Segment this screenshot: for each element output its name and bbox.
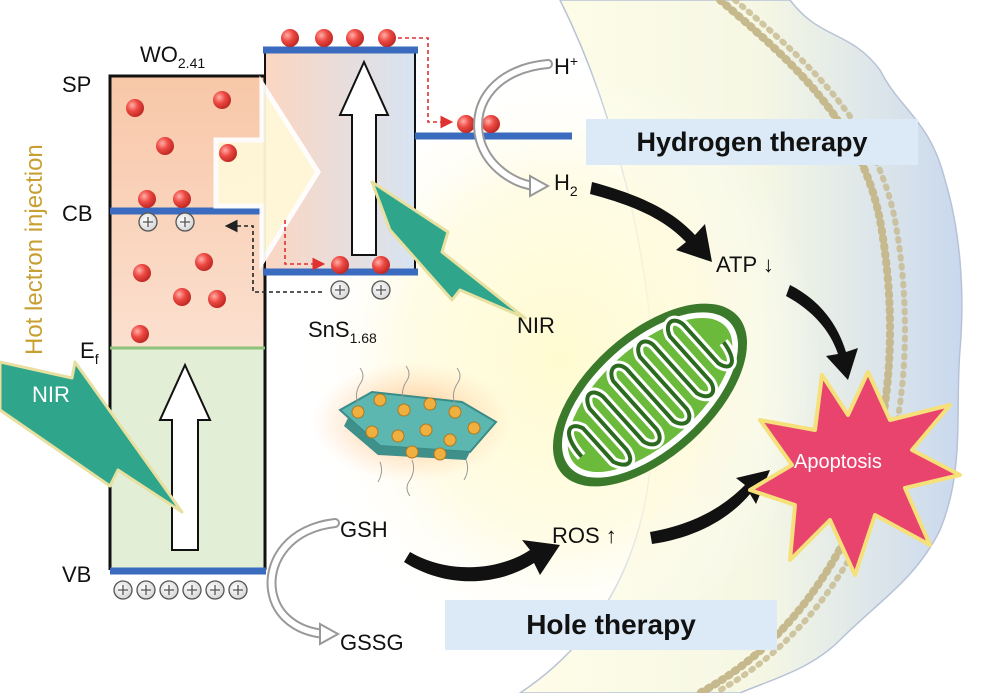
label-ros: ROS ↑ xyxy=(552,523,617,548)
electron xyxy=(315,29,333,47)
electron xyxy=(138,190,156,208)
electron xyxy=(219,144,237,162)
nir-label-right: NIR xyxy=(517,313,555,338)
gsh-curve-arrow xyxy=(266,518,340,639)
label-apoptosis: Apoptosis xyxy=(794,451,882,473)
electron xyxy=(208,290,226,308)
electron xyxy=(372,256,390,274)
label-sp: SP xyxy=(62,72,91,97)
arrow-gsh-ros xyxy=(404,540,560,582)
arrow-atp-apoptosis xyxy=(786,285,858,380)
electron xyxy=(126,99,144,117)
hydrogen-therapy-box: Hydrogen therapy xyxy=(586,119,918,165)
hole xyxy=(138,212,158,232)
electron xyxy=(156,137,174,155)
mitochondrion xyxy=(552,303,748,487)
nir-label-left: NIR xyxy=(32,382,70,407)
side-label-hot-electron: Hot lectron injection xyxy=(21,144,48,355)
hole xyxy=(228,580,248,600)
hole-therapy-label: Hole therapy xyxy=(526,609,696,640)
label-h2: H2 xyxy=(554,170,578,199)
label-cb: CB xyxy=(62,201,93,226)
label-gsh: GSH xyxy=(340,517,388,542)
excitation-arrow-sns xyxy=(338,59,390,256)
hole xyxy=(205,580,225,600)
label-atp: ATP ↓ xyxy=(716,252,774,277)
electrons xyxy=(126,29,500,343)
electron-path-bottom xyxy=(284,220,326,271)
holes xyxy=(113,212,391,600)
wo-title: WO2.41 xyxy=(140,42,205,71)
hydrogen-therapy-label: Hydrogen therapy xyxy=(636,127,868,157)
sns-title: SnS1.68 xyxy=(308,317,377,346)
transfer-arrow xyxy=(213,75,321,271)
electron xyxy=(133,264,151,282)
arrow-ros-apoptosis xyxy=(650,470,770,544)
hole xyxy=(371,280,391,300)
hole-therapy-box: Hole therapy xyxy=(445,600,777,650)
hole-path xyxy=(224,219,322,293)
label-gssg: GSSG xyxy=(340,630,404,655)
hole xyxy=(136,580,156,600)
label-ef: Ef xyxy=(80,338,99,367)
electron xyxy=(173,288,191,306)
electron xyxy=(173,190,191,208)
electron xyxy=(131,325,149,343)
arrow-h2-atp xyxy=(590,182,712,262)
electron xyxy=(195,253,213,271)
electron xyxy=(378,29,396,47)
hole xyxy=(159,580,179,600)
electron xyxy=(331,256,349,274)
sns-band-box xyxy=(213,46,418,276)
hole xyxy=(182,580,202,600)
electron xyxy=(457,115,475,133)
electron xyxy=(346,29,364,47)
apoptosis-star: Apoptosis xyxy=(748,370,962,577)
electron xyxy=(213,91,231,109)
electron xyxy=(281,29,299,47)
electron xyxy=(482,115,500,133)
label-vb: VB xyxy=(62,562,91,587)
pathway-arrows xyxy=(404,182,858,582)
nir-bolt-left xyxy=(0,360,184,514)
hole xyxy=(175,212,195,232)
nir-bolt-right xyxy=(370,180,527,320)
electron-path-top xyxy=(398,37,454,129)
nanoparticle-sheet xyxy=(312,362,512,497)
hole xyxy=(113,580,133,600)
hole xyxy=(330,280,350,300)
label-h-plus: H+ xyxy=(554,53,578,79)
